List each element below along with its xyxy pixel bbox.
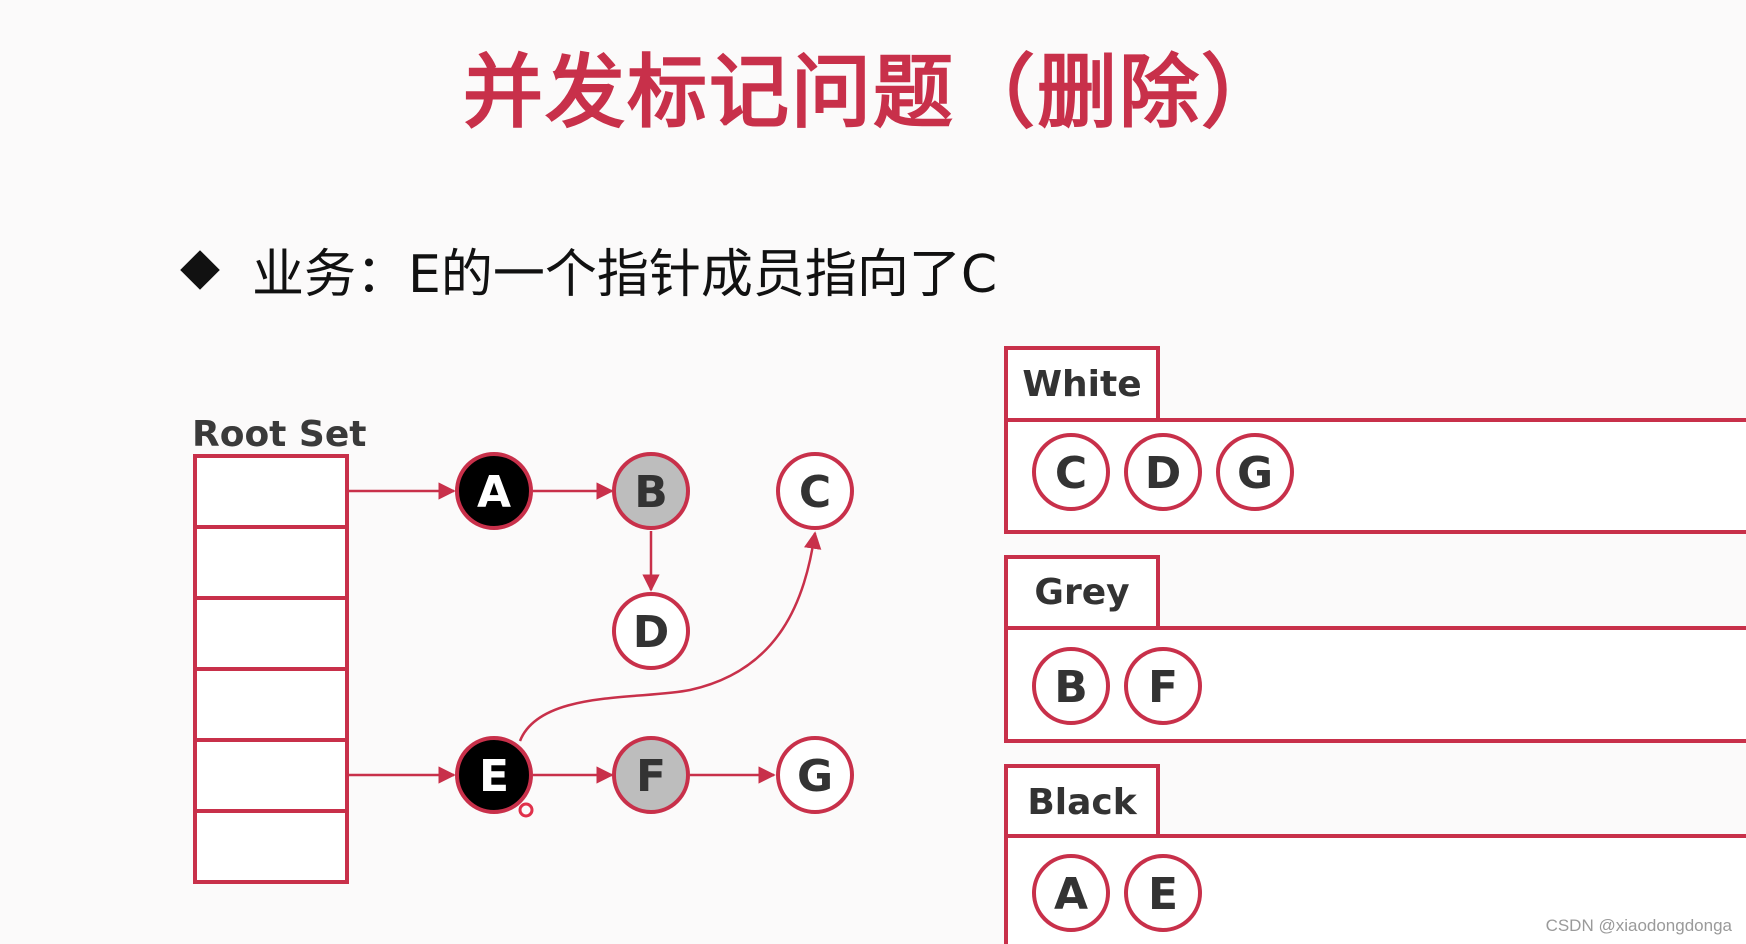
cursor-marker-icon <box>518 802 534 818</box>
node-d: D <box>612 592 690 670</box>
black-set-box <box>1004 834 1746 944</box>
black-member-a-label: A <box>1054 869 1088 920</box>
white-member-g-label: G <box>1237 448 1273 499</box>
node-e-label: E <box>479 751 509 802</box>
root-set <box>193 454 349 884</box>
root-slot <box>193 809 349 884</box>
page-title: 并发标记问题（删除） <box>463 46 1283 139</box>
black-set-label: Black <box>1027 782 1137 823</box>
node-b-label: B <box>634 467 668 518</box>
white-set-tab <box>1004 346 1160 420</box>
node-c: C <box>776 452 854 530</box>
white-member-c <box>1032 433 1110 511</box>
white-set-box <box>1004 418 1746 534</box>
black-member-e <box>1124 854 1202 932</box>
black-set-tab <box>1004 764 1160 836</box>
grey-member-b <box>1032 647 1110 725</box>
grey-member-f <box>1124 647 1202 725</box>
node-f: F <box>612 736 690 814</box>
root-set-label: Root Set <box>192 414 366 455</box>
grey-set-label: Grey <box>1034 572 1129 613</box>
white-set-label: White <box>1022 364 1141 405</box>
white-member-d <box>1124 433 1202 511</box>
node-f-label: F <box>636 751 666 802</box>
node-c-label: C <box>799 467 831 518</box>
root-slot <box>193 738 349 813</box>
white-member-g <box>1216 433 1294 511</box>
watermark: CSDN @xiaodongdonga <box>1545 916 1732 935</box>
root-slot <box>193 667 349 742</box>
root-slot <box>193 454 349 529</box>
grey-member-b-label: B <box>1054 662 1088 713</box>
root-slot <box>193 525 349 600</box>
root-slot <box>193 596 349 671</box>
grey-set-tab <box>1004 555 1160 628</box>
node-a-label: A <box>477 467 511 518</box>
bullet-text: 业务：E的一个指针成员指向了C <box>252 245 998 305</box>
node-e: E <box>455 736 533 814</box>
black-member-e-label: E <box>1148 869 1178 920</box>
node-d-label: D <box>633 607 670 658</box>
white-member-d-label: D <box>1145 448 1182 499</box>
node-b: B <box>612 452 690 530</box>
grey-member-f-label: F <box>1148 662 1178 713</box>
black-member-a <box>1032 854 1110 932</box>
edge-e-c <box>518 531 822 742</box>
grey-set-box <box>1004 626 1746 743</box>
node-g: G <box>776 736 854 814</box>
white-member-c-label: C <box>1055 448 1087 499</box>
node-a: A <box>455 452 533 530</box>
node-g-label: G <box>797 751 833 802</box>
bullet-point: 业务：E的一个指针成员指向了C <box>178 232 997 307</box>
